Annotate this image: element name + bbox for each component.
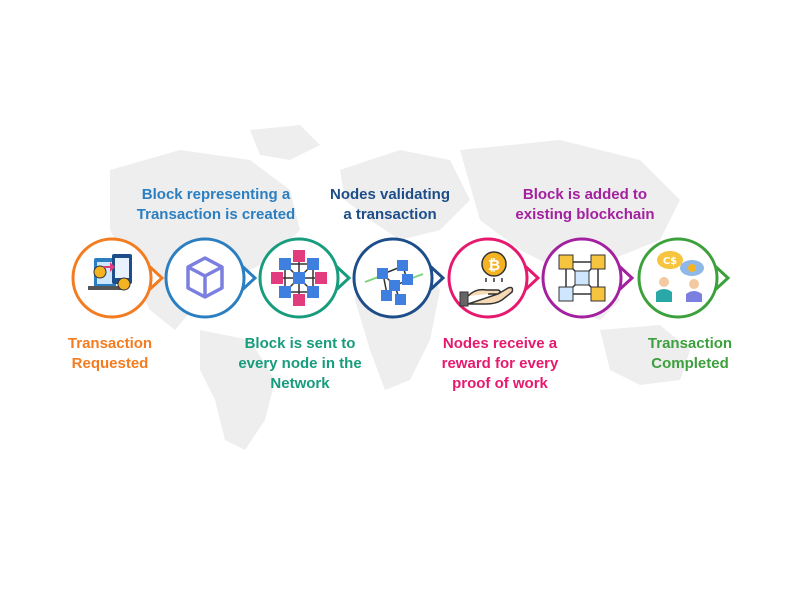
step-node-block-created (163, 236, 258, 320)
step-label-block-created: Block representing a Transaction is crea… (136, 186, 296, 223)
blockchain-cubes-icon (558, 254, 606, 302)
step-label-block-added: Block is added to existing blockchain (515, 186, 655, 223)
step-circle (164, 237, 258, 319)
step-label-nodes-reward: Nodes receive a reward for every proof o… (441, 335, 559, 392)
bitcoin-symbol: ₿ (488, 256, 500, 274)
step-node-block-added (540, 236, 635, 320)
step-node-nodes-reward: ₿ (446, 236, 541, 320)
step-label-block-sent: Block is sent to every node in the Netwo… (238, 335, 362, 392)
step-node-block-sent (257, 236, 352, 320)
currency-symbol: C$ (663, 256, 677, 267)
step-label-nodes-validating: Nodes validating a transaction (329, 186, 451, 223)
step-circle (352, 237, 446, 319)
payment-devices-icon (88, 254, 132, 291)
step-label-transaction-requested: Transaction Requested (67, 335, 153, 372)
step-node-transaction-completed: C$ (636, 236, 731, 320)
block-chain-validation-icon (364, 260, 424, 305)
block-network-icon (271, 250, 327, 306)
step-node-nodes-validating (351, 236, 446, 320)
cube-icon (186, 256, 224, 299)
people-exchange-icon: C$ (656, 251, 704, 302)
step-node-transaction-requested (70, 236, 165, 320)
step-label-transaction-completed: Transaction Completed (647, 335, 733, 372)
bitcoin-hand-icon: ₿ (459, 251, 514, 307)
